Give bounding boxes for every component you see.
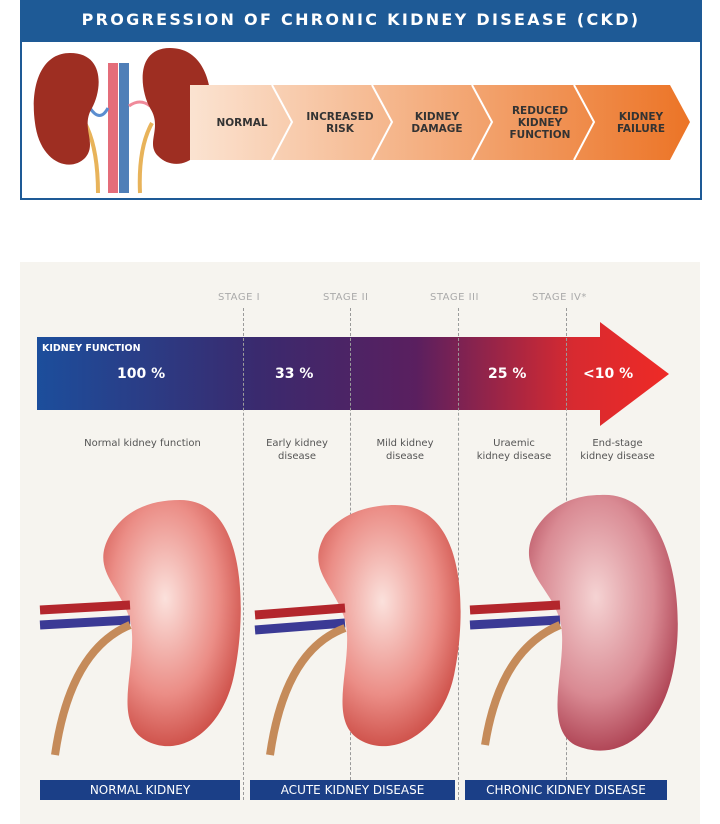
kidney-function-arrow bbox=[37, 322, 669, 426]
footer-acute-kidney-disease: ACUTE KIDNEY DISEASE bbox=[250, 780, 455, 800]
desc-end-stage: End-stage kidney disease bbox=[580, 438, 655, 462]
pct-normal: 100 % bbox=[117, 366, 166, 382]
acute-kidney-illustration bbox=[254, 505, 461, 756]
footer-chronic-kidney-disease: CHRONIC KIDNEY DISEASE bbox=[465, 780, 667, 800]
stage-2-label: STAGE II bbox=[323, 292, 369, 303]
panel-title: PROGRESSION OF CHRONIC KIDNEY DISEASE (C… bbox=[22, 0, 700, 42]
desc-mild: Mild kidney disease bbox=[376, 438, 434, 462]
desc-early: Early kidney disease bbox=[266, 438, 328, 462]
kidney-illustrations bbox=[39, 494, 678, 756]
step-kidney-damage: KIDNEY DAMAGE bbox=[411, 110, 463, 135]
progression-chevrons bbox=[190, 85, 690, 160]
pct-stage-1: 33 % bbox=[275, 366, 314, 382]
stage-4-label: STAGE IV* bbox=[532, 292, 587, 303]
normal-kidney-illustration bbox=[39, 500, 241, 756]
desc-normal: Normal kidney function bbox=[84, 438, 201, 449]
stage-3-label: STAGE III bbox=[430, 292, 479, 303]
footer-normal-kidney: NORMAL KIDNEY bbox=[40, 780, 240, 800]
arrow-label: KIDNEY FUNCTION bbox=[42, 343, 141, 354]
chronic-kidney-illustration bbox=[469, 494, 678, 751]
step-kidney-failure: KIDNEY FAILURE bbox=[616, 110, 666, 135]
step-increased-risk: INCREASED RISK bbox=[306, 110, 374, 135]
stage-1-divider bbox=[243, 308, 244, 800]
stage-3-divider bbox=[458, 308, 459, 800]
stage-1-label: STAGE I bbox=[218, 292, 261, 303]
step-reduced-function: REDUCED KIDNEY FUNCTION bbox=[509, 104, 571, 141]
pct-stage-4: <10 % bbox=[583, 366, 634, 382]
step-normal: NORMAL bbox=[216, 116, 268, 129]
desc-uraemic: Uraemic kidney disease bbox=[476, 438, 552, 462]
ckd-progression-panel: PROGRESSION OF CHRONIC KIDNEY DISEASE (C… bbox=[20, 0, 702, 200]
pct-stage-3: 25 % bbox=[488, 366, 527, 382]
